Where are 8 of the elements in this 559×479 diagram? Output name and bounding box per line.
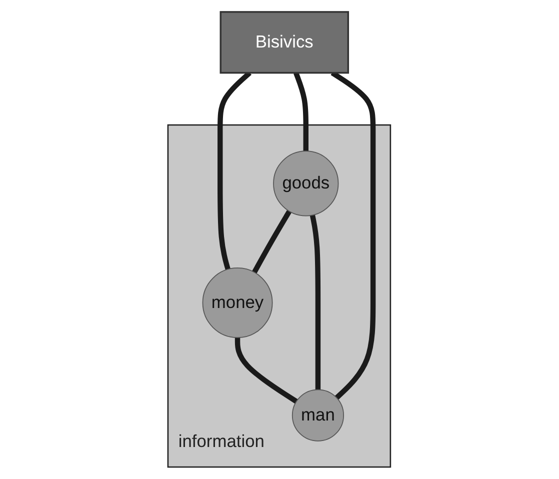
connector bbox=[294, 72, 309, 152]
connector bbox=[310, 214, 321, 390]
node-circle: money bbox=[202, 268, 274, 338]
connector bbox=[235, 338, 298, 404]
node-circle: man bbox=[292, 389, 344, 442]
node-circle: goods bbox=[273, 150, 339, 216]
connector bbox=[252, 210, 292, 274]
node-box: Bisivics bbox=[220, 11, 350, 74]
